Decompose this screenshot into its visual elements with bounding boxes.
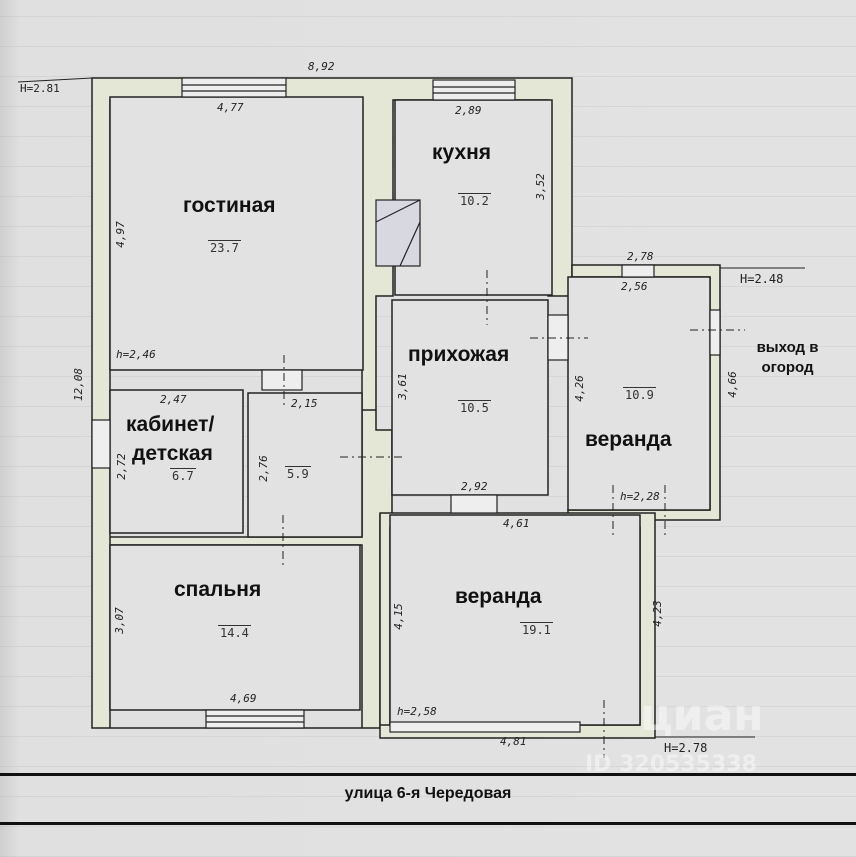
room-veranda-2 <box>389 514 641 726</box>
room-area-veranda-1: 10.9 <box>623 387 656 402</box>
room-area-bedroom: 14.4 <box>218 625 251 640</box>
window <box>621 264 655 278</box>
room-hall <box>391 299 549 496</box>
window <box>389 721 581 733</box>
dim-veranda2-right: 4,23 <box>650 600 664 627</box>
dim-living-w: 4,77 <box>217 101 244 114</box>
dim-veranda2-bottom: 4,81 <box>500 735 527 748</box>
room-small <box>247 392 363 538</box>
dim-veranda1-outer-w: 2,78 <box>627 250 654 263</box>
divider-line <box>0 822 856 825</box>
dim-bedroom-h: 3,07 <box>112 607 126 634</box>
room-area-living: 23.7 <box>208 240 241 255</box>
room-living <box>109 96 364 371</box>
room-area-kitchen: 10.2 <box>458 193 491 208</box>
room-bedroom <box>109 544 361 711</box>
dim-veranda2-top: 4,61 <box>503 517 530 530</box>
dim-veranda1-h: 4,26 <box>572 375 586 402</box>
room-name-veranda-1: веранда <box>585 428 672 451</box>
dim-kitchen-h: 3,52 <box>533 173 547 200</box>
exit-note-line1: выход в <box>756 339 819 356</box>
room-name-veranda-2: веранда <box>455 585 542 608</box>
dim-living-h: 4,97 <box>113 221 127 248</box>
dim-total-width: 8,92 <box>308 60 335 73</box>
watermark-logo: циан <box>640 690 764 741</box>
dim-veranda1-w: 2,56 <box>621 280 648 293</box>
room-area-hall: 10.5 <box>458 400 491 415</box>
dim-small-h: 2,76 <box>256 455 270 482</box>
dim-veranda2-h: 4,15 <box>391 603 405 630</box>
room-name-living: гостиная <box>183 194 276 217</box>
room-name-bedroom: спальня <box>174 578 262 601</box>
height-veranda1: H=2.48 <box>740 272 784 286</box>
divider-line <box>0 773 856 776</box>
window <box>205 709 305 729</box>
height-veranda2: H=2.78 <box>664 741 708 755</box>
door <box>450 494 498 514</box>
stove <box>375 199 421 267</box>
dim-small-w: 2,15 <box>291 397 318 410</box>
window <box>181 77 287 98</box>
room-name-study-2: детская <box>132 442 213 465</box>
exit-note-line2: огород <box>761 359 814 376</box>
doorway <box>709 309 721 356</box>
dim-hall-h: 3,61 <box>395 373 409 400</box>
watermark-id: ID 320535338 <box>585 752 757 777</box>
window <box>91 419 111 469</box>
room-area-study: 6.7 <box>170 468 196 483</box>
dim-bedroom-w: 4,69 <box>230 692 257 705</box>
height-main: H=2.81 <box>20 82 60 95</box>
dim-hall-w: 2,92 <box>461 480 488 493</box>
street-name: улица 6-я Чередовая <box>344 785 512 802</box>
room-name-study: кабинет/ <box>126 413 215 436</box>
room-name-kitchen: кухня <box>432 141 492 164</box>
window <box>432 79 516 101</box>
room-name-hall: прихожая <box>408 343 510 366</box>
dim-veranda1-ceiling: h=2,28 <box>620 490 660 503</box>
dim-kitchen-w: 2,89 <box>455 104 482 117</box>
room-area-veranda-2: 19.1 <box>520 622 553 637</box>
room-kitchen <box>394 99 553 296</box>
dim-total-length: 12,08 <box>72 367 86 402</box>
dim-living-ceiling: h=2,46 <box>116 348 156 361</box>
room-area-small: 5.9 <box>285 466 311 481</box>
doorway <box>261 369 303 391</box>
room-study <box>109 389 244 534</box>
dim-study-h: 2,72 <box>114 453 128 480</box>
dim-veranda2-ceiling: h=2,58 <box>397 705 437 718</box>
exit-note: выход в огород <box>730 338 845 378</box>
dim-study-w: 2,47 <box>160 393 187 406</box>
